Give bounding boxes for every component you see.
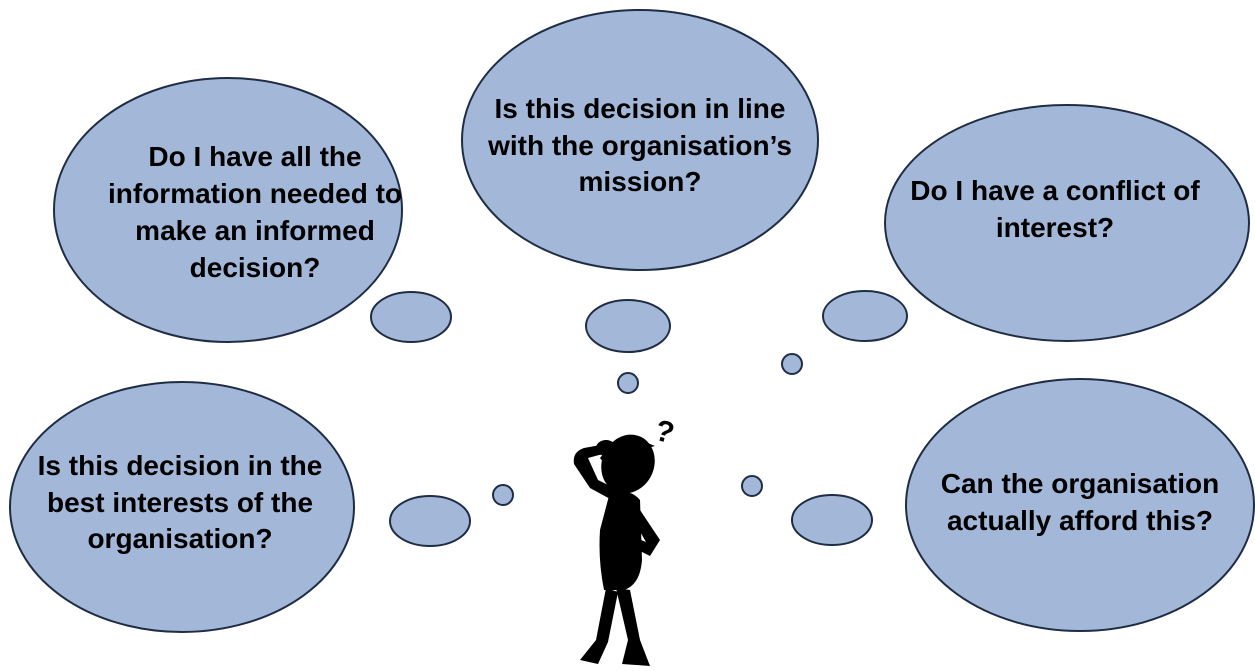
trail-bubble-bottom-left-small — [492, 484, 514, 506]
trail-bubble-bottom-right-large — [791, 494, 873, 546]
trail-bubble-top-right-large — [822, 290, 908, 342]
figure-hip-arm — [630, 504, 660, 556]
figure-hand — [596, 440, 616, 456]
trail-bubble-top-center-large — [585, 299, 671, 353]
thought-bubble-bottom-left — [9, 381, 355, 633]
trail-bubble-bottom-left-large — [389, 495, 471, 547]
thought-bubbles — [9, 9, 1255, 633]
thought-trail-bubbles — [370, 290, 908, 547]
thought-bubble-top-center — [461, 9, 819, 271]
trail-bubble-bottom-right-small — [741, 475, 763, 497]
thinking-stick-figure-icon — [573, 434, 660, 666]
trail-bubble-top-left-large — [370, 291, 452, 343]
thought-bubble-top-left — [53, 77, 403, 343]
figure-question-mark: ? — [651, 414, 677, 451]
figure-scratching-arm — [573, 444, 618, 500]
figure-left-leg — [580, 588, 618, 664]
trail-bubble-top-right-small — [781, 353, 803, 375]
thought-bubble-bottom-right — [905, 378, 1255, 632]
figure-right-leg — [616, 588, 650, 666]
trail-bubble-top-center-small — [617, 372, 639, 394]
figure-cap — [600, 440, 655, 466]
thought-bubble-top-right — [884, 104, 1250, 342]
